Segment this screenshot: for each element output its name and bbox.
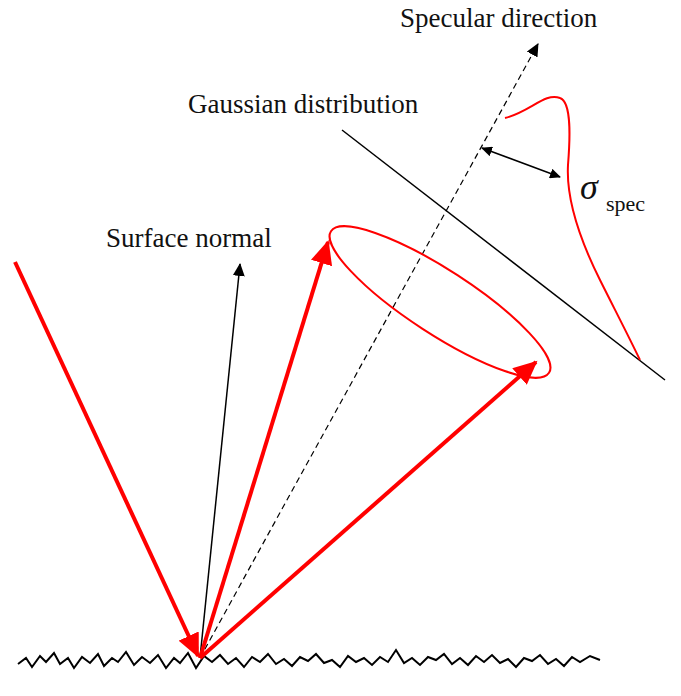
sigma-symbol: σ: [578, 168, 600, 208]
rough-surface: [18, 650, 600, 668]
reflected-ray: [200, 362, 536, 658]
cone-ellipse: [314, 204, 567, 399]
direction-label: Specular direction: [398, 4, 599, 34]
specular-direction-line: [200, 44, 538, 658]
distribution-label: Gaussian distribution: [186, 90, 420, 120]
reflected-ray: [200, 242, 328, 658]
sigma-span-arrow: [482, 148, 560, 177]
distribution-baseline: [342, 130, 665, 380]
gaussian-curve: [505, 97, 640, 360]
sigma-subscript: spec: [604, 192, 647, 216]
normal-label: Surface normal: [104, 224, 274, 254]
incident-ray: [15, 262, 198, 656]
